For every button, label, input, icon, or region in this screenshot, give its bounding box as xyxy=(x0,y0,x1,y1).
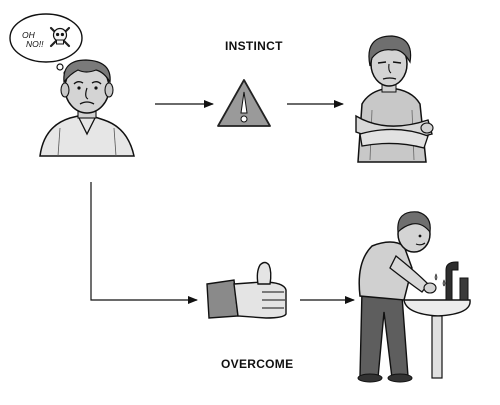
thought-bubble-line1: OH xyxy=(22,30,35,40)
worried-man-figure xyxy=(39,59,135,157)
arrow-to-thumbs-up xyxy=(90,182,198,304)
overcome-label: OVERCOME xyxy=(221,357,294,371)
thought-bubble xyxy=(9,13,83,76)
thought-bubble-line2: NO!! xyxy=(26,39,44,49)
handwashing-figure xyxy=(357,211,471,383)
arms-crossed-figure xyxy=(355,35,434,163)
skull-crossbones-icon xyxy=(49,26,71,48)
thumbs-up-icon xyxy=(206,261,287,319)
instinct-label: INSTINCT xyxy=(225,39,283,53)
warning-triangle-icon xyxy=(217,79,271,127)
